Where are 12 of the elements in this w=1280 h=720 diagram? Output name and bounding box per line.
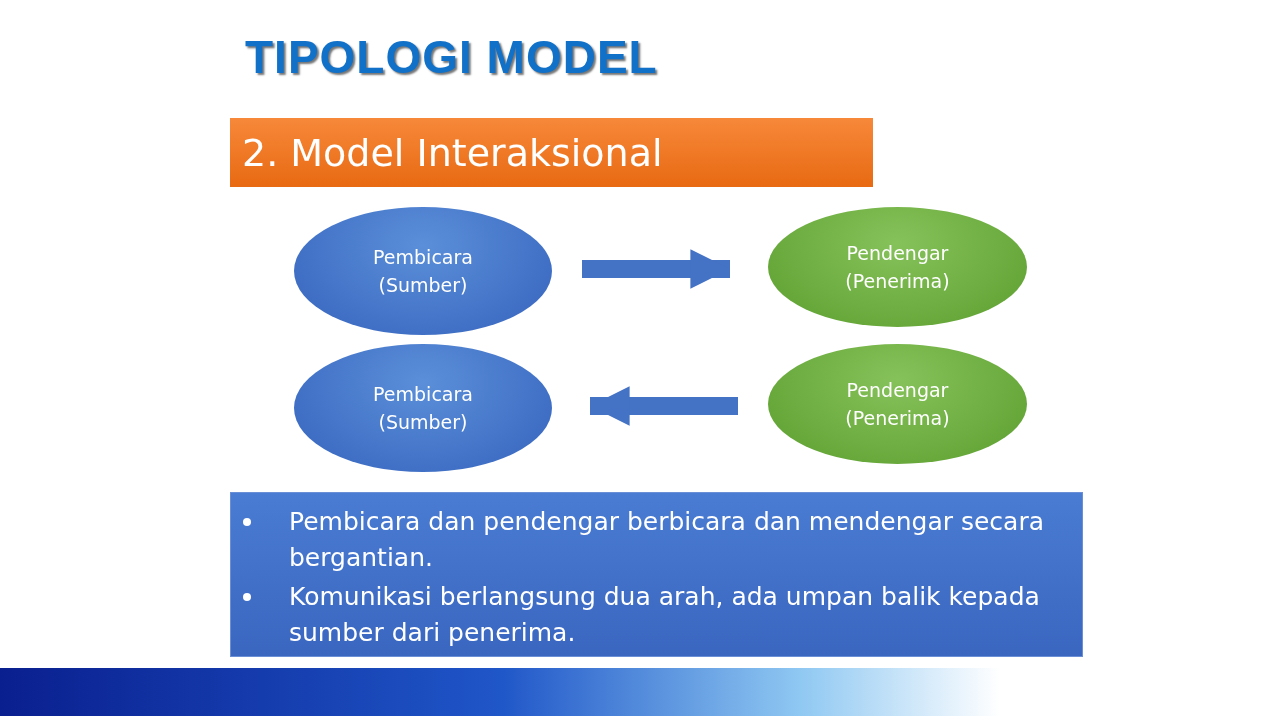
- bullet-panel: [230, 492, 1083, 657]
- node-label: Pendengar (Penerima): [844, 240, 951, 294]
- block-arrow: [582, 249, 730, 289]
- node-label: Pembicara (Sumber): [372, 381, 474, 435]
- node-label: Pembicara (Sumber): [372, 244, 474, 298]
- bullet-text: Komunikasi berlangsung dua arah, ada umpan balik kepada sumber dari penerima.: [289, 581, 1040, 647]
- heading-text: 2. Model Interaksional: [242, 130, 663, 175]
- bullet-text: Pembicara dan pendengar berbicara dan mendengar secara bergantian.: [289, 507, 1045, 573]
- block-arrow: [590, 386, 738, 426]
- heading-band: [230, 118, 873, 187]
- slide-title: TIPOLOGI MODEL: [245, 30, 658, 84]
- node-label: Pendengar (Penerima): [844, 377, 951, 431]
